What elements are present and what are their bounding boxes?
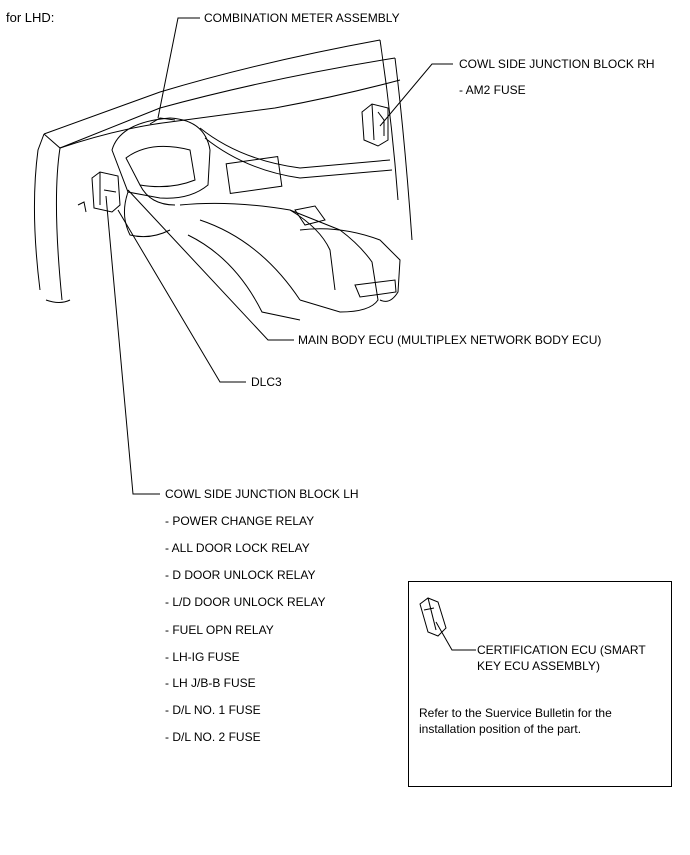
center-display [225,155,283,195]
label-am2-fuse: - AM2 FUSE [459,83,526,97]
note-box [408,581,672,787]
leader-dlc3 [117,209,246,383]
leader-cowl-lh [105,195,160,495]
label-main-body-ecu: MAIN BODY ECU (MULTIPLEX NETWORK BODY EC… [298,333,602,347]
cowl-lh-item: - L/D DOOR UNLOCK RELAY [165,595,326,609]
cowl-lh-item: - LH J/B-B FUSE [165,676,256,690]
dash-top-outline [43,39,381,135]
leader-certification-ecu [435,621,476,651]
leader-cowl-rh [379,63,453,127]
cowl-lh-item: - LH-IG FUSE [165,650,240,664]
a-pillar-left [33,133,45,291]
leader-combination-meter [157,17,200,119]
cowl-lh-item: - ALL DOOR LOCK RELAY [165,541,310,555]
label-certification-ecu-2: KEY ECU ASSEMBLY) [477,659,600,673]
leader-main-body-ecu [127,189,294,341]
label-combination-meter: COMBINATION METER ASSEMBLY [204,11,400,25]
cowl-lh-item: - FUEL OPN RELAY [165,623,274,637]
note-text-2: installation position of the part. [419,722,582,736]
cowl-lh-item: - D DOOR UNLOCK RELAY [165,568,316,582]
label-dlc3: DLC3 [251,375,282,389]
cowl-lh-item: - D/L NO. 1 FUSE [165,703,261,717]
diagram-heading: for LHD: [6,10,55,25]
center-console [179,202,379,313]
label-cowl-rh: COWL SIDE JUNCTION BLOCK RH [459,57,655,71]
cowl-lh-item: - POWER CHANGE RELAY [165,514,315,528]
meter-cluster [111,117,211,199]
note-text-1: Refer to the Suervice Bulletin for the [419,706,612,720]
label-certification-ecu-1: CERTIFICATION ECU (SMART [477,643,646,657]
a-pillar-right [379,39,399,201]
cowl-lh-item: - D/L NO. 2 FUSE [165,730,261,744]
label-cowl-lh: COWL SIDE JUNCTION BLOCK LH [165,487,359,501]
